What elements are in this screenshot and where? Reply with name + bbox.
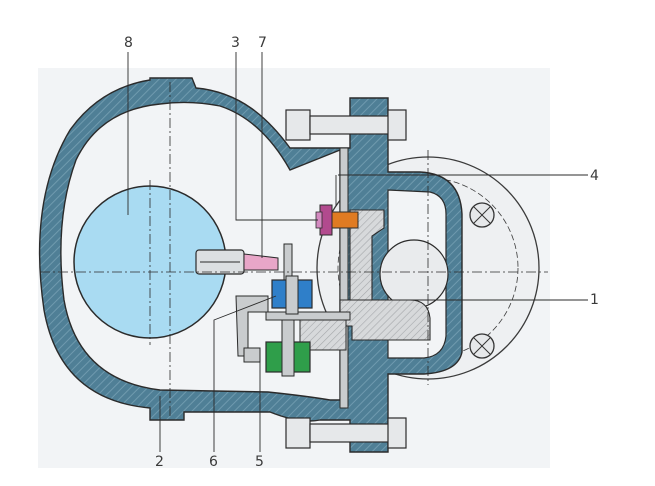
callout-2: 2 (155, 454, 164, 470)
callout-7: 7 (258, 35, 267, 51)
callout-8: 8 (124, 35, 133, 51)
outlet-port (379, 239, 449, 309)
lever-bracket (235, 295, 269, 357)
float-arm-link (243, 253, 279, 271)
callout-4: 4 (590, 168, 599, 184)
nut-top (387, 109, 407, 141)
bolt-shank-top (309, 115, 391, 135)
callout-6: 6 (209, 454, 218, 470)
gasket-plate (339, 147, 349, 409)
orifice-body (339, 299, 431, 341)
sub-valve-stem (281, 319, 295, 377)
callout-1: 1 (590, 292, 599, 308)
lever-arm (265, 311, 351, 321)
main-valve-stem (285, 275, 299, 315)
air-vent-element (329, 211, 359, 229)
callout-5: 5 (255, 454, 264, 470)
bolt-shank-bottom (309, 423, 391, 443)
callout-3: 3 (231, 35, 240, 51)
sub-valve-nut (243, 347, 261, 363)
valve-guide-block (299, 319, 347, 351)
leader-lines (127, 52, 588, 452)
centre-lines (40, 82, 548, 418)
bolt-head-bottom (285, 417, 311, 449)
nut-bottom (387, 417, 407, 449)
bolt-head-top (285, 109, 311, 141)
